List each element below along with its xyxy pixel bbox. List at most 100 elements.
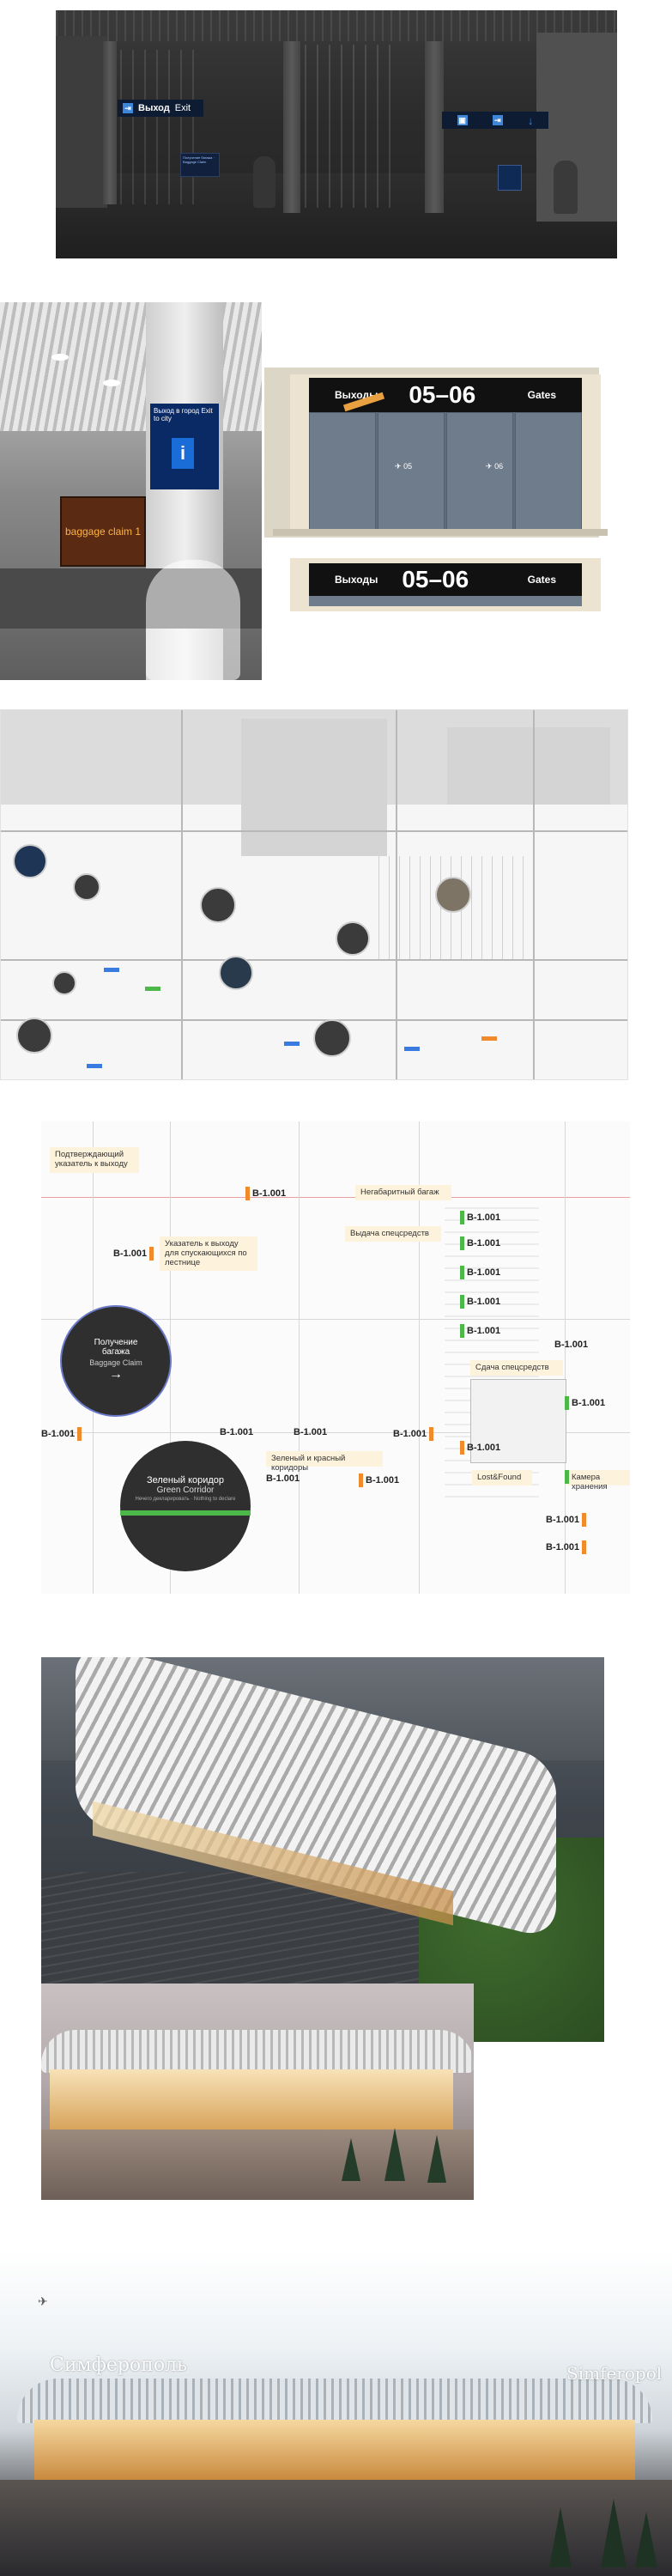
callout-special-issue: Выдача спецсредств bbox=[345, 1226, 441, 1242]
circle-baggage-ru: Получение багажа bbox=[94, 1338, 138, 1357]
floor-plan bbox=[0, 709, 628, 1080]
sign-tag: B-1.001 bbox=[113, 1247, 154, 1261]
callout-text: Сдача спецсредств bbox=[475, 1363, 549, 1372]
tag-label: B-1.001 bbox=[467, 1443, 501, 1453]
plan-zone bbox=[241, 719, 387, 856]
floor bbox=[56, 173, 617, 258]
tag-label: B-1.001 bbox=[467, 1267, 501, 1278]
sign-tag: B-1.001 bbox=[359, 1473, 399, 1487]
pillar bbox=[103, 41, 117, 204]
gate-sign-en: Gates bbox=[527, 389, 556, 401]
aerial-terminal-render bbox=[41, 1657, 604, 2042]
gate-panel-label-left: ✈ 05 bbox=[395, 462, 412, 471]
plan-tag bbox=[104, 968, 119, 972]
callout-text: Выдача спецсредств bbox=[350, 1229, 429, 1238]
tag-marker bbox=[582, 1513, 587, 1527]
plan-wall bbox=[1, 959, 627, 961]
glass-partition bbox=[305, 45, 390, 208]
circle-baggage-en: Baggage Claim bbox=[89, 1358, 142, 1367]
baggage-icon: ▣ bbox=[457, 115, 468, 125]
tag-marker bbox=[460, 1211, 464, 1224]
ceiling-light bbox=[51, 354, 69, 361]
photo-marker bbox=[200, 887, 236, 923]
tag-label: B-1.001 bbox=[294, 1427, 328, 1437]
plan-wall bbox=[533, 710, 535, 1079]
gate-panel-left-text: 05 bbox=[403, 462, 413, 471]
person-silhouette bbox=[554, 161, 578, 214]
tag-label: B-1.001 bbox=[554, 1340, 589, 1350]
icon-sign: ▣ ⇥ ↓ bbox=[442, 112, 548, 129]
callout-oversize: Негабаритный багаж bbox=[355, 1185, 451, 1200]
gate-panel bbox=[446, 412, 513, 531]
grid-line bbox=[565, 1121, 566, 1594]
tag-marker bbox=[460, 1441, 464, 1455]
exit-door-icon: ⇥ bbox=[123, 103, 133, 113]
plan-tag bbox=[145, 987, 160, 991]
tag-marker bbox=[460, 1266, 464, 1279]
callout-stairs-exit: Указатель к выходу для спускающихся по л… bbox=[160, 1236, 257, 1271]
terminal-facade bbox=[34, 2420, 635, 2480]
tag-label: B-1.001 bbox=[252, 1188, 287, 1199]
gate-panel bbox=[309, 412, 376, 531]
left-wall bbox=[56, 36, 107, 208]
exit-sign-ru: Выход bbox=[138, 103, 170, 113]
sign-tag: B-1.001 bbox=[554, 1340, 588, 1350]
plaza bbox=[41, 2129, 474, 2200]
ceiling bbox=[56, 10, 617, 41]
wayfinding-plan: Подтверждающий указатель к выходу Негаба… bbox=[41, 1121, 630, 1594]
gate-strip-en: Gates bbox=[527, 574, 556, 586]
baggage-claim-text: baggage claim 1 bbox=[64, 526, 142, 538]
exit-sign: ⇥ Выход Exit bbox=[118, 100, 203, 117]
callout-text: Подтверждающий указатель к выходу bbox=[55, 1150, 128, 1169]
tag-label: B-1.001 bbox=[393, 1429, 427, 1439]
terminal-roof bbox=[41, 2030, 474, 2073]
photo-marker bbox=[13, 844, 47, 878]
terminal-roof bbox=[17, 2379, 652, 2423]
gate-panel bbox=[515, 412, 582, 531]
gate-sign-header: Выходы 05–06 Gates bbox=[309, 378, 582, 412]
dusk-terminal-render bbox=[41, 1984, 474, 2200]
brand-ru: Симферополь bbox=[50, 2354, 188, 2376]
tag-marker bbox=[565, 1396, 569, 1410]
gate-panel bbox=[378, 412, 445, 531]
callout-text: Зеленый и красный коридоры bbox=[271, 1454, 346, 1473]
tag-marker bbox=[460, 1324, 464, 1338]
callout-text: Камера хранения bbox=[572, 1473, 608, 1492]
tag-label: B-1.001 bbox=[467, 1326, 501, 1336]
grid-line bbox=[419, 1121, 420, 1594]
photo-marker bbox=[313, 1019, 351, 1057]
sign-tag: B-1.001 bbox=[460, 1324, 500, 1338]
terminal-facade bbox=[50, 2069, 453, 2129]
plan-tag bbox=[404, 1047, 420, 1051]
baggage-hall-render: Выход в город Exit to city i baggage cla… bbox=[0, 302, 262, 680]
green-corridor-sign-preview: Зеленый коридор Green Corridor Нечего де… bbox=[120, 1441, 251, 1571]
callout-confirm-exit: Подтверждающий указатель к выходу bbox=[50, 1147, 139, 1173]
callout-green-red: Зеленый и красный коридоры bbox=[266, 1451, 383, 1473]
pillar bbox=[283, 41, 300, 213]
gate-sign-numbers: 05–06 bbox=[409, 381, 476, 408]
brand-en: Simferopol bbox=[566, 2363, 663, 2384]
plan-wall bbox=[1, 830, 627, 832]
tag-label: B-1.001 bbox=[572, 1398, 606, 1408]
tag-label: B-1.001 bbox=[220, 1427, 254, 1437]
photo-marker bbox=[435, 877, 471, 913]
person-silhouette bbox=[253, 156, 275, 208]
tag-label: B-1.001 bbox=[546, 1515, 580, 1525]
tag-label: B-1.001 bbox=[366, 1475, 400, 1485]
small-screen-sign: Получение багажа · Baggage Claim bbox=[180, 153, 220, 177]
tag-marker bbox=[565, 1470, 569, 1484]
photo-marker bbox=[336, 921, 370, 956]
circle-green-sub: Нечего декларировать · Nothing to declar… bbox=[135, 1497, 236, 1502]
arrow-down-icon: ↓ bbox=[527, 113, 534, 127]
gate-strip-numbers: 05–06 bbox=[402, 566, 469, 592]
callout-text: Lost&Found bbox=[477, 1473, 522, 1482]
people-silhouettes bbox=[146, 560, 240, 680]
sign-tag: B-1.001 bbox=[294, 1427, 327, 1437]
green-stripe bbox=[120, 1510, 251, 1516]
callout-text: Указатель к выходу для спускающихся по л… bbox=[165, 1239, 247, 1267]
tag-label: B-1.001 bbox=[467, 1212, 501, 1223]
column-sign-text: Выход в город Exit to city bbox=[154, 407, 213, 422]
plane-icon: ✈ bbox=[486, 462, 493, 471]
photo-marker bbox=[73, 873, 100, 901]
circle-green-en: Green Corridor bbox=[156, 1485, 215, 1495]
